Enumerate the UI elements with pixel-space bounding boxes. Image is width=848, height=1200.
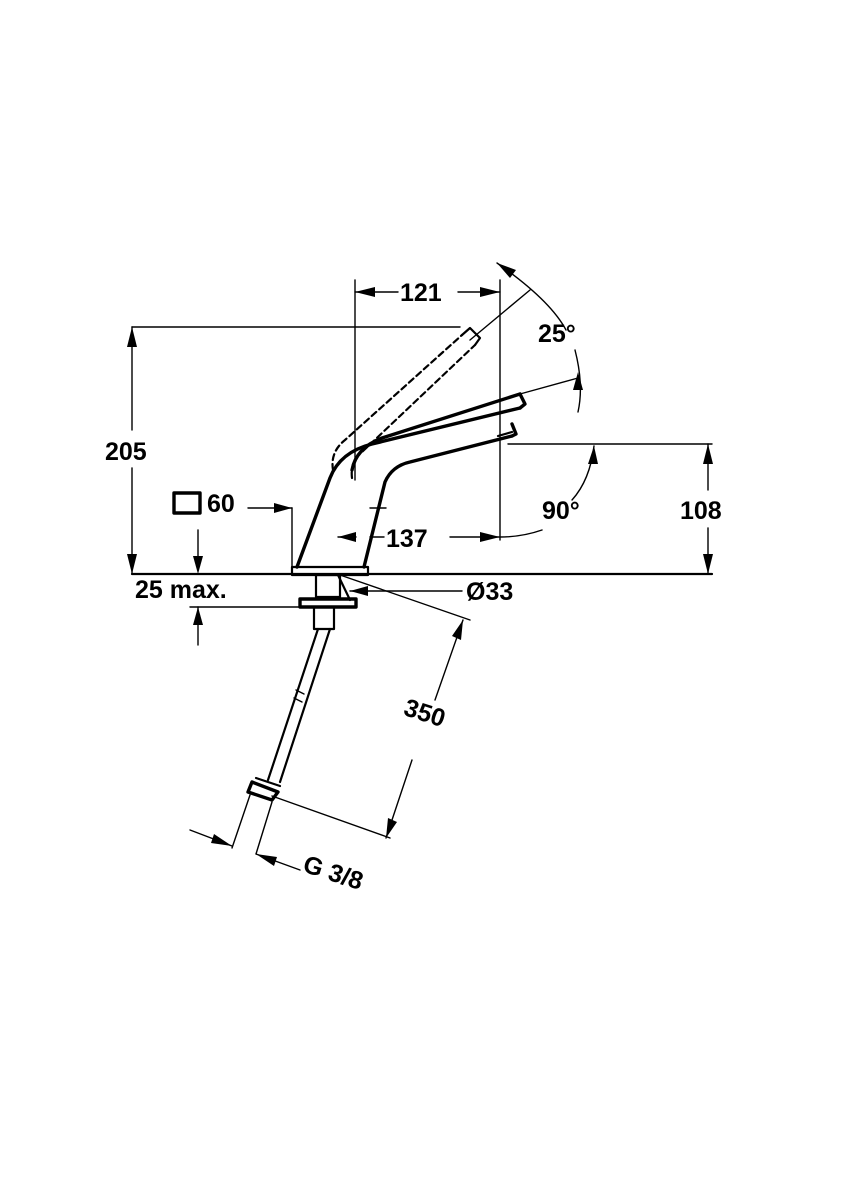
base-60-arrow	[274, 503, 292, 513]
height-205-arrow-bottom	[127, 554, 137, 574]
proj-137-arrow-right	[480, 532, 500, 542]
height-205-arrow-top	[127, 327, 137, 347]
g38-arrow-right	[256, 854, 277, 866]
hose-left-edge	[266, 627, 320, 782]
proj-137-arrow-left	[338, 532, 356, 542]
mounting-nut	[298, 597, 358, 609]
dimension-lines	[127, 262, 714, 871]
deck-25-arrow-bottom	[193, 607, 203, 625]
label-spout-projection: 137	[386, 525, 428, 553]
label-total-height: 205	[105, 438, 147, 466]
label-max-deck-thickness: 25 max.	[135, 576, 227, 604]
dimension-labels: 121 25° 205 60 90° 108 137 25 max. Ø33 3…	[105, 279, 722, 896]
body-inner-contour	[362, 434, 514, 569]
angle-25-arrow-lower	[573, 372, 583, 390]
reach-121-arrow-left	[355, 287, 375, 297]
spout-top-contour	[350, 392, 522, 472]
label-spout-reach: 121	[400, 279, 442, 307]
g38-arrow-left	[211, 834, 232, 846]
second-hose-start	[336, 573, 352, 602]
hose-end-collar	[254, 776, 282, 788]
g38-extension-right	[255, 801, 273, 855]
hose-350-arrow-bottom	[386, 818, 397, 838]
angle-90-arc-lower	[499, 529, 543, 538]
hose-inlet-connector	[312, 605, 336, 631]
reach-121-arrow-right	[480, 287, 500, 297]
faucet-body	[246, 326, 527, 802]
hose-right-edge	[278, 627, 332, 784]
label-base-square: 60	[207, 490, 235, 518]
label-spout-rotation: 90°	[542, 497, 580, 525]
lever-raised-tip	[460, 326, 482, 347]
label-hose-length: 350	[401, 694, 449, 734]
lever-tip	[518, 392, 527, 410]
spout-tip	[510, 422, 518, 438]
label-lever-angle: 25°	[538, 320, 576, 348]
mounting-shank	[314, 573, 342, 599]
label-spout-height: 108	[680, 497, 722, 525]
dia-33-arrow	[350, 586, 368, 596]
label-hose-connection: G 3/8	[300, 850, 367, 896]
hose-break-mark	[293, 689, 305, 703]
lever-raised-outer-dashed	[331, 333, 464, 472]
hose-350-extension-bottom	[271, 795, 391, 839]
height-108-arrow-bottom	[703, 554, 713, 574]
lever-raised-inner-dashed	[350, 343, 477, 480]
hose-350-arrow-top	[452, 620, 463, 640]
label-base-diameter: Ø33	[466, 578, 513, 606]
angle-25-ray-raised	[469, 289, 531, 341]
angle-25-arrow-upper	[497, 263, 516, 278]
g38-extension-left	[231, 794, 251, 849]
angle-90-arc-upper	[571, 445, 595, 501]
angle-90-arrow-upper	[588, 446, 598, 464]
height-108-arrow-top	[703, 444, 713, 464]
square-icon	[172, 491, 202, 515]
angle-25-ray-level	[519, 377, 579, 395]
hose-350-extension-top	[339, 574, 471, 621]
hose-end-fitting	[246, 780, 280, 802]
deck-25-arrow-top	[193, 556, 203, 574]
